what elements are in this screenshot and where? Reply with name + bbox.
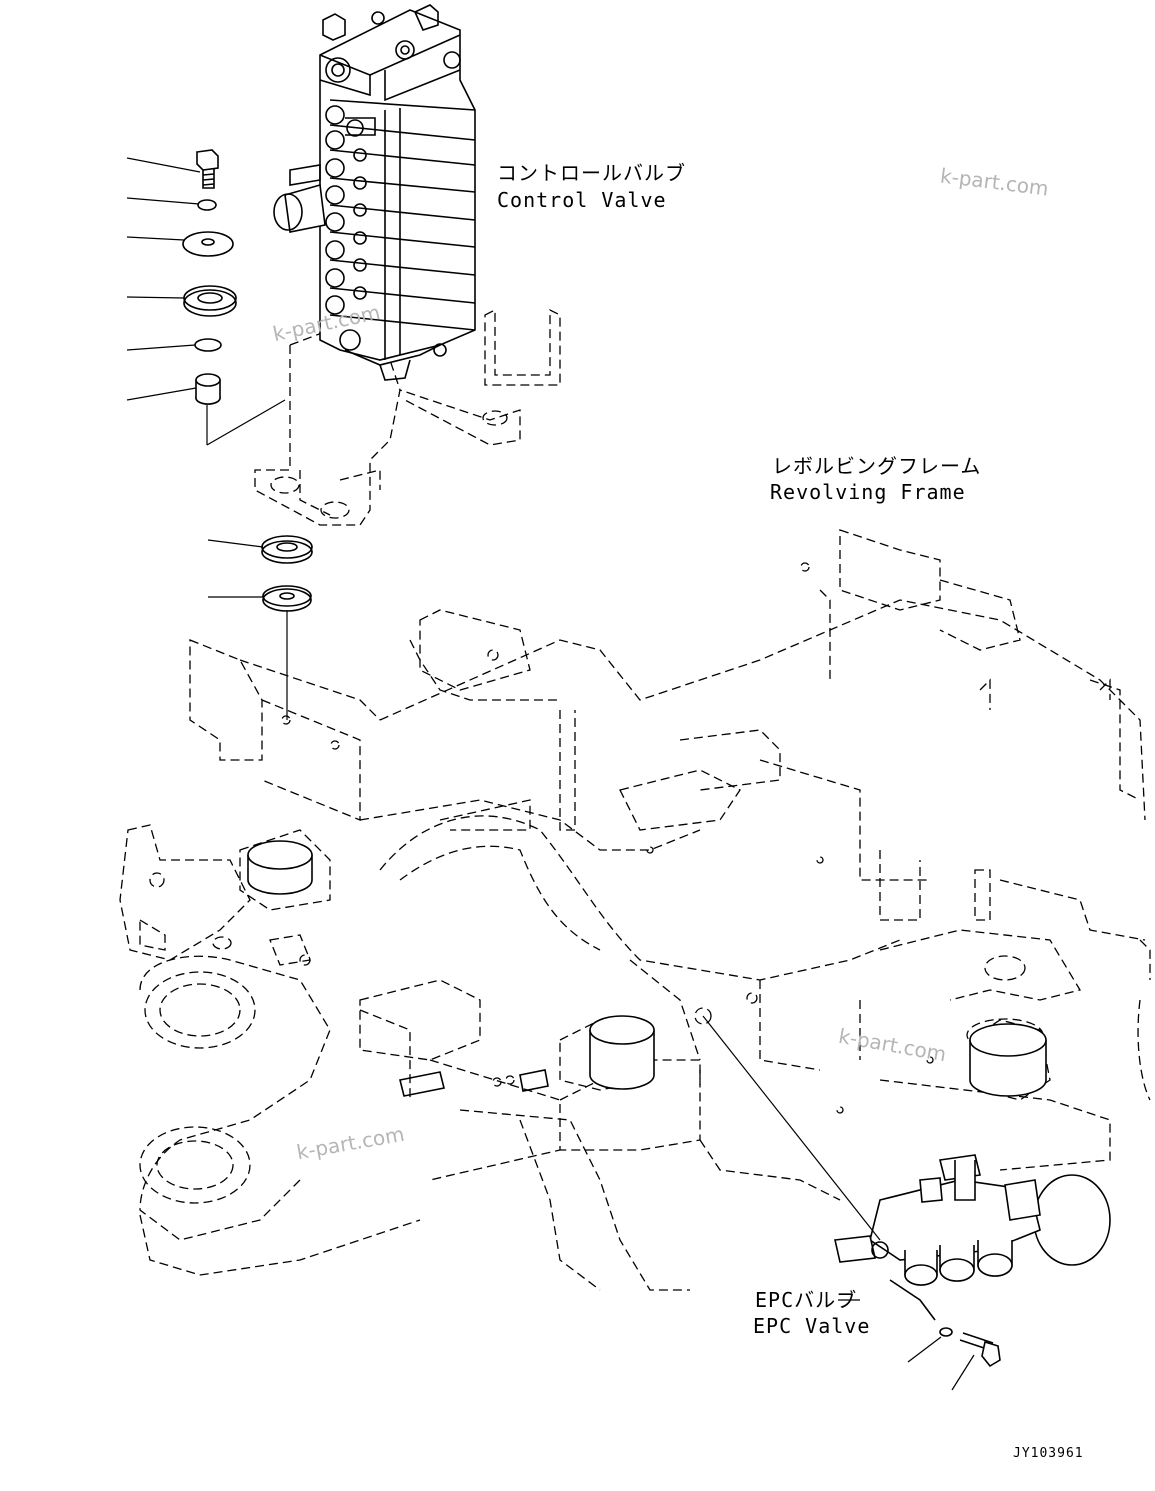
valve-spool-sections [325,99,476,360]
leader-lines [126,157,288,720]
epc-valve [702,1015,1111,1391]
revolving-frame [119,529,1151,1291]
epc-valve-label-en: EPC Valve [753,1314,871,1338]
spring-washer-icon [197,199,217,211]
cushion-icon [183,285,237,317]
bolt-icon [196,149,219,189]
mounting-hardware [126,149,313,720]
revolving-frame-label-en: Revolving Frame [770,480,966,504]
control-valve [273,4,476,381]
collar-icon [195,373,221,405]
control-valve-label-jp: コントロールバルブ [497,161,686,185]
epc-bolt-icon [959,1332,1001,1368]
lower-washer-icon [262,585,312,612]
epc-valve-label-jp: EPCバルブ [755,1288,858,1312]
drawing-number: JY103961 [1013,1446,1084,1461]
epc-washer-icon [939,1327,953,1337]
flat-washer-icon [182,231,234,257]
o-ring-icon [194,338,222,352]
frame-bosses [247,840,1047,1097]
revolving-frame-label-jp: レボルビングフレーム [772,454,982,478]
lower-cushion-icon [261,535,313,564]
control-valve-label-en: Control Valve [497,188,667,212]
